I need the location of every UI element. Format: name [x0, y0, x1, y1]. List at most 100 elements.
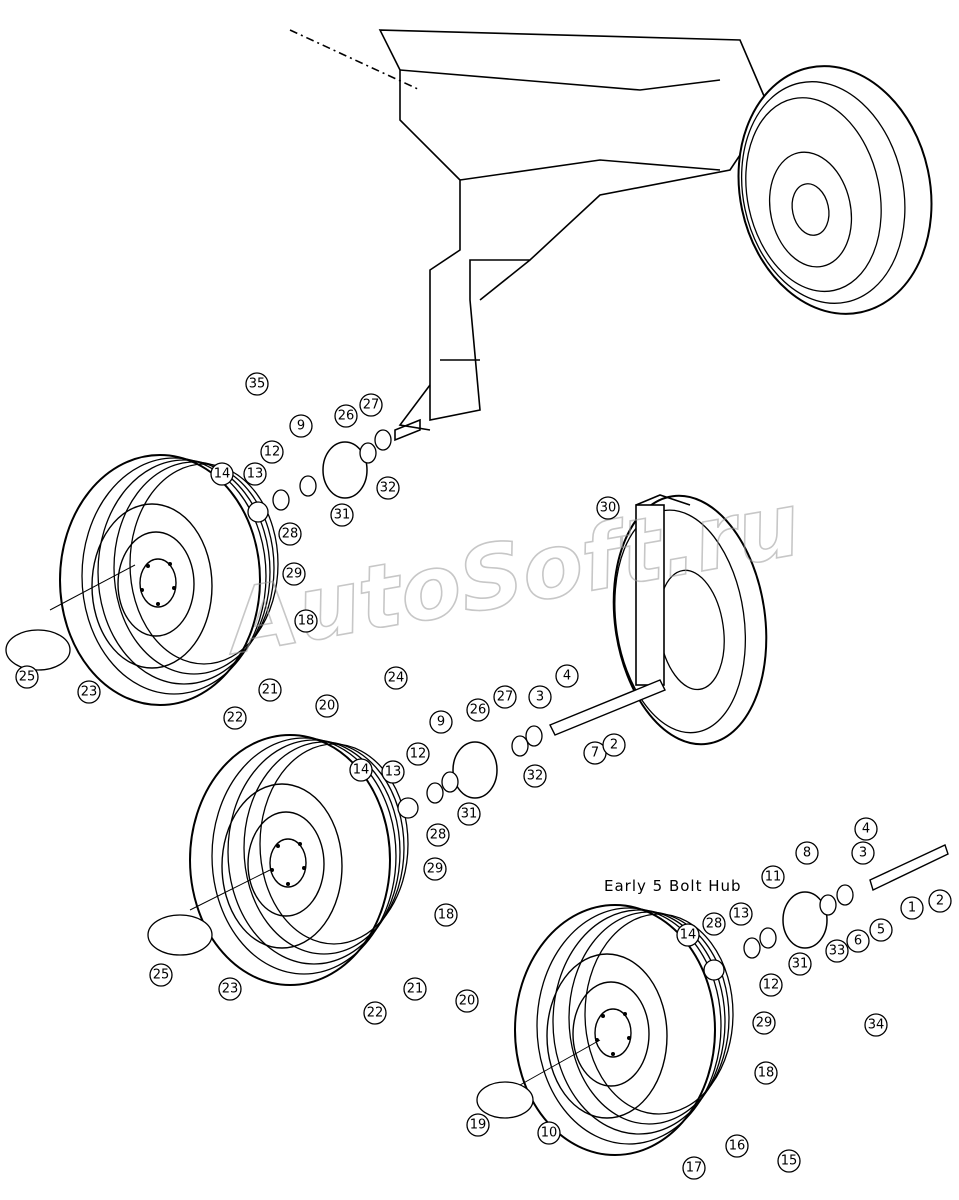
callout-10: 10 — [537, 1121, 561, 1145]
callout-circle — [851, 841, 875, 865]
callout-32: 32 — [523, 764, 547, 788]
callout-label: 10 — [541, 1126, 558, 1141]
callout-circle — [223, 706, 247, 730]
callout-label: 32 — [527, 769, 544, 784]
callout-12: 12 — [406, 742, 430, 766]
callout-circle — [426, 823, 450, 847]
implement-frame — [289, 29, 771, 442]
callout-label: 2 — [610, 738, 618, 753]
callout-label: 35 — [249, 377, 266, 392]
wheel-assembly-center-right — [549, 494, 768, 746]
callout-8: 8 — [795, 841, 819, 865]
callout-label: 22 — [367, 1006, 384, 1021]
callout-circle — [752, 1011, 776, 1035]
callout-30: 30 — [596, 496, 620, 520]
callout-label: 7 — [591, 746, 599, 761]
callout-21: 21 — [258, 678, 282, 702]
callout-label: 14 — [353, 763, 370, 778]
callout-circle — [682, 1156, 706, 1180]
callout-34: 34 — [864, 1013, 888, 1037]
callout-3: 3 — [851, 841, 875, 865]
callout-24: 24 — [384, 666, 408, 690]
callout-28: 28 — [702, 912, 726, 936]
callout-29: 29 — [282, 562, 306, 586]
callout-label: 34 — [868, 1018, 885, 1033]
callout-19: 19 — [466, 1113, 490, 1137]
callout-3: 3 — [528, 685, 552, 709]
callout-label: 1 — [908, 901, 916, 916]
callout-circle — [869, 918, 893, 942]
callout-label: 2 — [936, 894, 944, 909]
callout-label: 21 — [407, 982, 424, 997]
callout-circle — [676, 923, 700, 947]
callout-13: 13 — [381, 760, 405, 784]
callout-circle — [359, 393, 383, 417]
callout-label: 12 — [264, 445, 281, 460]
callout-26: 26 — [334, 404, 358, 428]
callout-circle — [729, 902, 753, 926]
callout-label: 12 — [763, 978, 780, 993]
callout-label: 25 — [19, 670, 36, 685]
callout-label: 18 — [298, 614, 315, 629]
callout-label: 18 — [438, 908, 455, 923]
callout-label: 13 — [247, 467, 264, 482]
callout-circle — [15, 665, 39, 689]
wheel-assembly-upper-left — [5, 429, 392, 706]
callout-13: 13 — [243, 462, 267, 486]
callout-circle — [788, 952, 812, 976]
callout-28: 28 — [426, 823, 450, 847]
callout-label: 30 — [600, 501, 617, 516]
callout-label: 20 — [459, 994, 476, 1009]
wheel-assembly-lower-left — [147, 725, 543, 986]
callout-circle — [330, 503, 354, 527]
callout-label: 27 — [363, 398, 380, 413]
callout-label: 28 — [430, 828, 447, 843]
callout-circle — [900, 896, 924, 920]
callout-32: 32 — [376, 476, 400, 500]
callout-circle — [596, 496, 620, 520]
callout-label: 27 — [497, 690, 514, 705]
callout-circle — [528, 685, 552, 709]
callout-11: 11 — [761, 865, 785, 889]
callout-circle — [825, 939, 849, 963]
callout-28: 28 — [278, 522, 302, 546]
callout-label: 4 — [563, 669, 571, 684]
callout-circle — [218, 977, 242, 1001]
callout-9: 9 — [429, 710, 453, 734]
top-right-wheel — [737, 65, 933, 315]
callout-label: 13 — [733, 907, 750, 922]
callout-label: 9 — [297, 419, 305, 434]
callout-label: 16 — [729, 1139, 746, 1154]
callout-circle — [403, 977, 427, 1001]
callout-14: 14 — [349, 758, 373, 782]
callout-circle — [334, 404, 358, 428]
callout-label: 17 — [686, 1161, 703, 1176]
callout-circle — [466, 698, 490, 722]
callout-35: 35 — [245, 372, 269, 396]
callout-15: 15 — [777, 1149, 801, 1173]
callout-label: 26 — [470, 703, 487, 718]
callout-label: 6 — [854, 934, 862, 949]
callout-label: 33 — [829, 944, 846, 959]
callout-label: 26 — [338, 409, 355, 424]
callout-circle — [363, 1001, 387, 1025]
callout-21: 21 — [403, 977, 427, 1001]
callout-label: 25 — [153, 968, 170, 983]
callout-27: 27 — [359, 393, 383, 417]
callout-label: 23 — [81, 685, 98, 700]
callout-31: 31 — [788, 952, 812, 976]
callout-circle — [777, 1149, 801, 1173]
callout-circle — [761, 865, 785, 889]
callout-4: 4 — [854, 817, 878, 841]
callout-label: 28 — [282, 527, 299, 542]
callout-circle — [245, 372, 269, 396]
callout-31: 31 — [330, 503, 354, 527]
callout-5: 5 — [869, 918, 893, 942]
callout-circle — [602, 733, 626, 757]
callout-12: 12 — [260, 440, 284, 464]
callout-circle — [381, 760, 405, 784]
callout-33: 33 — [825, 939, 849, 963]
callout-26: 26 — [466, 698, 490, 722]
callout-17: 17 — [682, 1156, 706, 1180]
